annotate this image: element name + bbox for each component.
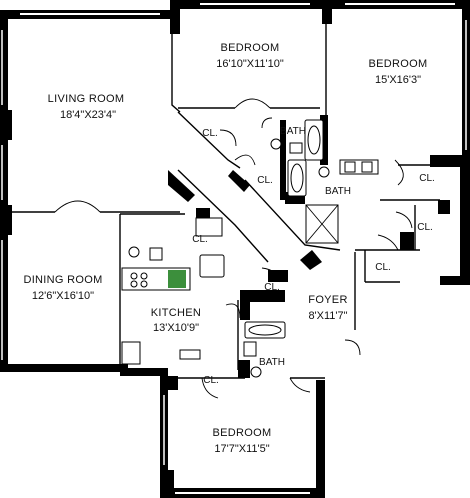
bath2-fixtures xyxy=(305,159,379,244)
foyer-name: FOYER xyxy=(308,294,347,306)
closet-label: CL. xyxy=(257,175,273,186)
bath1-fixtures xyxy=(270,119,324,197)
kitchen-name: KITCHEN xyxy=(151,307,201,319)
bedroom3-name: BEDROOM xyxy=(213,427,272,439)
kitchen-dimensions: 13'X10'9" xyxy=(153,322,199,334)
closet-label: CL. xyxy=(419,173,435,184)
kitchen-fixtures xyxy=(121,217,225,365)
living-room-name: LIVING ROOM xyxy=(48,93,125,105)
closet-label: CL. xyxy=(417,222,433,233)
bath-label: BATH xyxy=(259,357,285,368)
foyer-dimensions: 8'X11'7" xyxy=(308,310,347,322)
bath3-fixtures xyxy=(243,321,286,378)
closet-label: CL. xyxy=(203,375,219,386)
bedroom1-dimensions: 16'10"X11'10" xyxy=(216,58,284,70)
bath-label: BATH xyxy=(325,186,351,197)
bedroom2-name: BEDROOM xyxy=(369,58,428,70)
thick-interior-walls xyxy=(168,115,414,378)
windows xyxy=(1,3,467,494)
bath-label: BATH xyxy=(280,126,306,137)
room-labels: LIVING ROOM 18'4"X23'4" DINING ROOM 12'6… xyxy=(23,42,427,455)
door-swings xyxy=(54,98,413,399)
closet-label: CL. xyxy=(375,262,391,273)
closet-label: CL. xyxy=(192,234,208,245)
bedroom2-dimensions: 15'X16'3" xyxy=(375,74,421,86)
bedroom3-dimensions: 17'7"X11'5" xyxy=(214,443,269,455)
closet-label: CL. xyxy=(264,282,280,293)
living-room-dimensions: 18'4"X23'4" xyxy=(60,109,116,121)
dining-room-name: DINING ROOM xyxy=(23,274,102,286)
small-labels: CL. CL. CL. CL. CL. CL. CL. CL. BATH BAT… xyxy=(192,126,435,386)
closet-label: CL. xyxy=(202,128,218,139)
bedroom1-name: BEDROOM xyxy=(221,42,280,54)
dining-room-dimensions: 12'6"X16'10" xyxy=(32,290,94,302)
